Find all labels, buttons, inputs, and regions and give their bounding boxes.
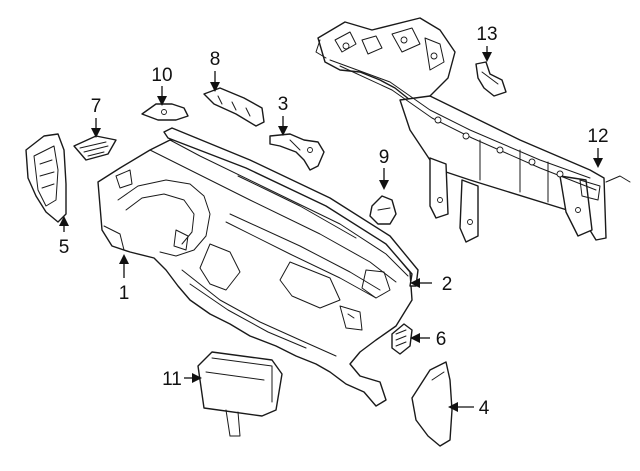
bracket-part — [475, 61, 507, 97]
callout-4: 4 — [479, 398, 490, 419]
trim-strip — [163, 127, 419, 287]
instrument-panel — [97, 137, 413, 407]
callout-12: 12 — [587, 126, 608, 147]
end-panel — [25, 133, 67, 223]
upper-trim — [203, 87, 265, 127]
grille-part — [73, 135, 117, 161]
small-plate — [141, 103, 189, 121]
callout-6: 6 — [436, 329, 447, 350]
callout-2: 2 — [442, 274, 453, 295]
small-bracket — [269, 133, 325, 171]
callout-labels: 1 2 3 4 5 6 7 8 9 10 11 12 13 — [59, 24, 609, 419]
cover-part — [369, 195, 397, 225]
callout-10: 10 — [151, 65, 172, 86]
callout-8: 8 — [210, 49, 221, 70]
callout-3: 3 — [278, 94, 289, 115]
callout-7: 7 — [91, 96, 102, 117]
air-bag-module — [197, 351, 283, 437]
cross-car-beam — [315, 17, 631, 243]
callout-11: 11 — [162, 369, 182, 390]
callout-9: 9 — [379, 147, 390, 168]
callout-13: 13 — [476, 24, 497, 45]
vent-part — [391, 323, 413, 355]
callout-1: 1 — [119, 283, 130, 304]
side-cover — [411, 361, 453, 447]
callout-leaders — [59, 46, 603, 412]
callout-5: 5 — [59, 237, 70, 258]
